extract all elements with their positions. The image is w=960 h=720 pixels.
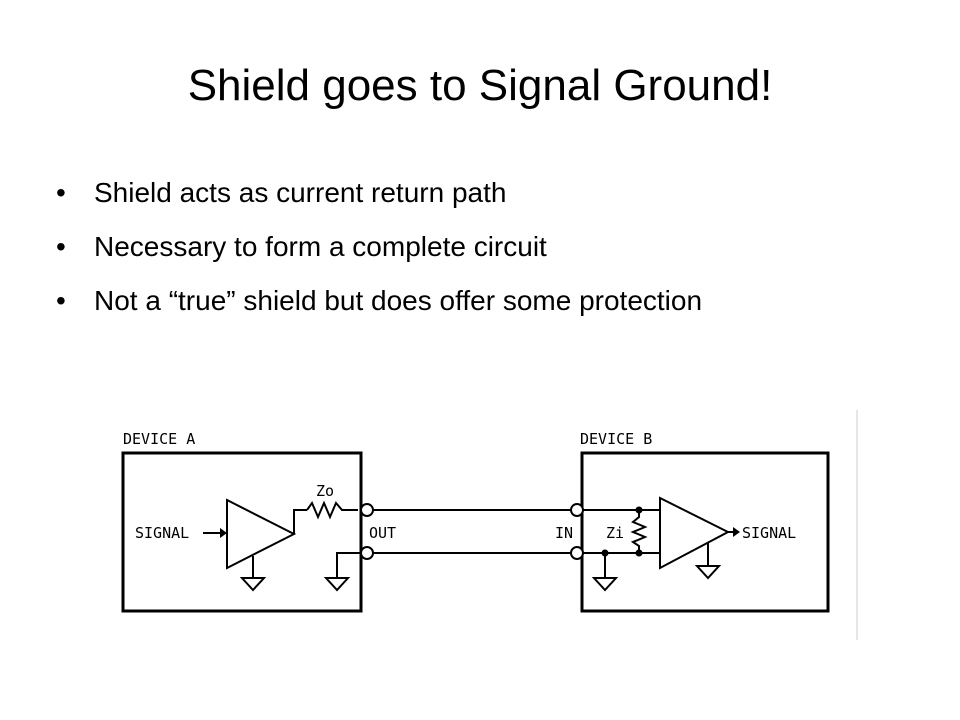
bullet-text: Necessary to form a complete circuit xyxy=(94,231,547,262)
ground-icon xyxy=(591,577,619,592)
device-b-box xyxy=(580,451,830,613)
amp-a-output-wire xyxy=(293,509,307,534)
in-terminal-signal xyxy=(570,503,584,517)
device-a-ground-wire xyxy=(336,552,361,578)
signal-out-arrow-icon xyxy=(733,527,740,537)
bullet-dot: • xyxy=(56,177,66,208)
zo-label: Zo xyxy=(316,482,334,500)
ground-icon xyxy=(323,577,351,592)
out-terminal-signal xyxy=(360,503,374,517)
bullet-item: • Necessary to form a complete circuit xyxy=(56,230,776,263)
in-label: IN xyxy=(555,524,573,542)
in-terminal-ground xyxy=(570,546,584,560)
bullet-list: • Shield acts as current return path • N… xyxy=(56,176,776,338)
bullet-item: • Not a “true” shield but does offer som… xyxy=(56,284,776,317)
zi-label: Zi xyxy=(606,524,624,542)
junction-dot xyxy=(635,549,643,557)
bullet-dot: • xyxy=(56,285,66,316)
out-label: OUT xyxy=(369,524,396,542)
signal-in-label: SIGNAL xyxy=(135,524,189,542)
device-a-label: DEVICE A xyxy=(123,430,195,448)
device-b-label: DEVICE B xyxy=(580,430,652,448)
resistor-zo-icon xyxy=(306,500,358,520)
bullet-item: • Shield acts as current return path xyxy=(56,176,776,209)
out-terminal-ground xyxy=(360,546,374,560)
junction-dot xyxy=(601,549,609,557)
ground-icon xyxy=(239,556,267,592)
bullet-text: Shield acts as current return path xyxy=(94,177,507,208)
bullet-dot: • xyxy=(56,231,66,262)
ground-icon xyxy=(694,543,722,580)
amplifier-b-icon xyxy=(659,496,731,570)
signal-in-arrow-icon xyxy=(220,528,227,538)
bullet-text: Not a “true” shield but does offer some … xyxy=(94,285,703,316)
slide-title: Shield goes to Signal Ground! xyxy=(187,61,773,110)
resistor-zi-icon xyxy=(630,510,648,553)
junction-dot xyxy=(635,506,643,514)
amplifier-a-icon xyxy=(226,498,297,570)
signal-out-label: SIGNAL xyxy=(742,524,796,542)
device-a-box xyxy=(121,451,363,613)
